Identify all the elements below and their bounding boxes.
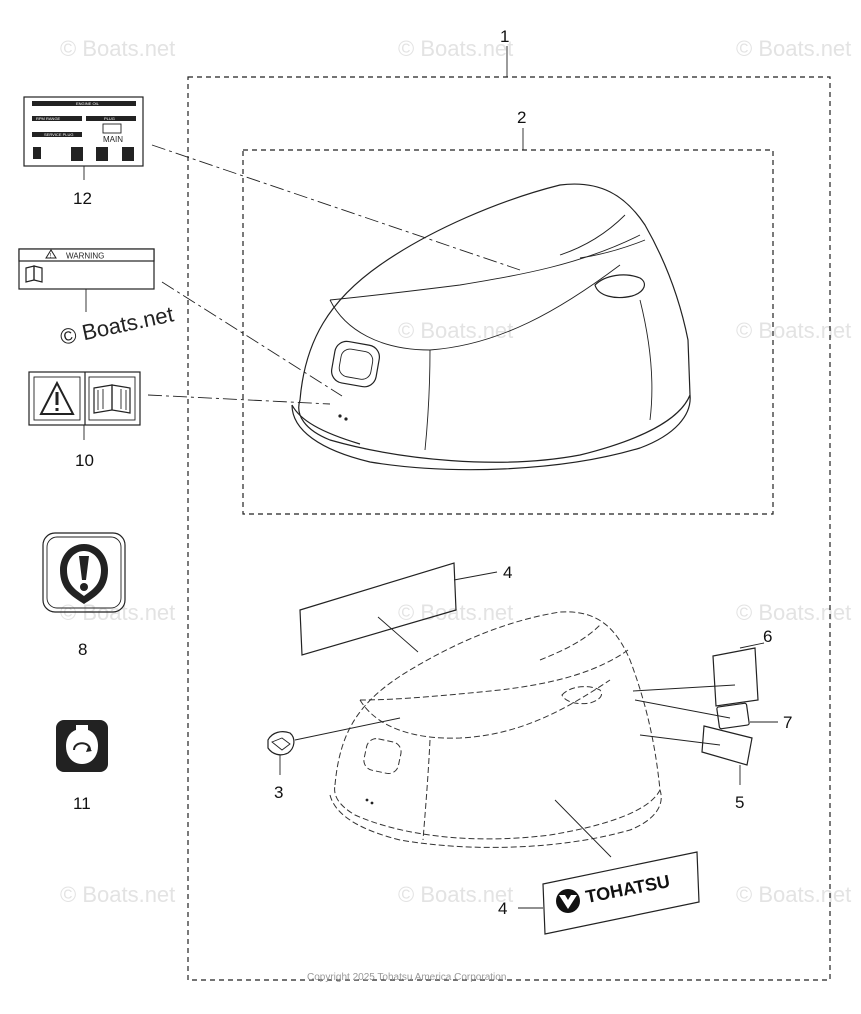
callout-6: 6 bbox=[763, 627, 772, 646]
label-10: 10 bbox=[28, 371, 331, 470]
label-12-line2b: PLUG bbox=[104, 116, 115, 121]
label-warning: ! WARNING bbox=[18, 248, 343, 397]
warning-triangle-icon bbox=[39, 380, 75, 415]
callout-3: 3 bbox=[274, 783, 283, 802]
callout-5: 5 bbox=[735, 793, 744, 812]
exclamation-icon bbox=[60, 544, 108, 604]
motor-cover-icon bbox=[66, 725, 98, 764]
copyright-text: Copyright 2025 Tohatsu America Corporati… bbox=[307, 972, 506, 983]
label-12-line1: ENGINE OIL bbox=[76, 101, 100, 106]
watermark: © Boats.net bbox=[398, 36, 513, 61]
callout-12: 12 bbox=[73, 189, 92, 208]
callout-4-top: 4 bbox=[503, 563, 512, 582]
label-11: 11 bbox=[56, 720, 108, 813]
decal-4-brand: TOHATSU 4 bbox=[498, 799, 700, 935]
manual-book-icon bbox=[93, 384, 131, 414]
assembly-box-1 bbox=[187, 76, 831, 981]
engine-cover-bottom bbox=[329, 611, 662, 848]
watermarks: © Boats.net © Boats.net © Boats.net © Bo… bbox=[60, 36, 851, 907]
label-5: 5 bbox=[639, 725, 753, 812]
watermark: © Boats.net bbox=[398, 318, 513, 343]
watermark: © Boats.net bbox=[736, 318, 851, 343]
decal-4-plain: 4 bbox=[299, 562, 512, 656]
watermark: © Boats.net bbox=[736, 882, 851, 907]
tohatsu-logo-icon bbox=[556, 889, 580, 913]
warning-triangle-icon: ! bbox=[45, 249, 57, 260]
label-6: 6 bbox=[632, 627, 772, 707]
watermark: © Boats.net bbox=[398, 882, 513, 907]
brand-text: TOHATSU bbox=[584, 871, 672, 907]
watermark: © Boats.net bbox=[60, 882, 175, 907]
label-7: 7 bbox=[634, 699, 792, 732]
watermark: © Boats.net bbox=[736, 600, 851, 625]
manual-book-icon bbox=[25, 265, 43, 283]
callout-1: 1 bbox=[500, 27, 509, 46]
callout-2: 2 bbox=[517, 108, 526, 127]
callout-11: 11 bbox=[73, 794, 91, 813]
warning-text: WARNING bbox=[66, 252, 104, 261]
label-12: ENGINE OIL RPM RANGE PLUG SERVICE PLUG M… bbox=[23, 96, 521, 271]
label-12-line3b: MAIN bbox=[103, 135, 123, 144]
badge-3: 3 bbox=[267, 717, 401, 802]
callout-8: 8 bbox=[78, 640, 87, 659]
watermark: © Boats.net bbox=[60, 36, 175, 61]
svg-text:!: ! bbox=[50, 254, 52, 260]
engine-cover-top bbox=[291, 183, 691, 471]
callout-4-bottom: 4 bbox=[498, 899, 507, 918]
watermark: © Boats.net bbox=[736, 36, 851, 61]
callout-7: 7 bbox=[783, 713, 792, 732]
watermark-dark: © Boats.net bbox=[58, 301, 176, 349]
assembly-box-2 bbox=[242, 149, 774, 515]
callout-10: 10 bbox=[75, 451, 94, 470]
label-12-line2a: RPM RANGE bbox=[36, 116, 61, 121]
label-12-line3: SERVICE PLUG bbox=[44, 132, 74, 137]
label-8: 8 bbox=[42, 532, 126, 659]
